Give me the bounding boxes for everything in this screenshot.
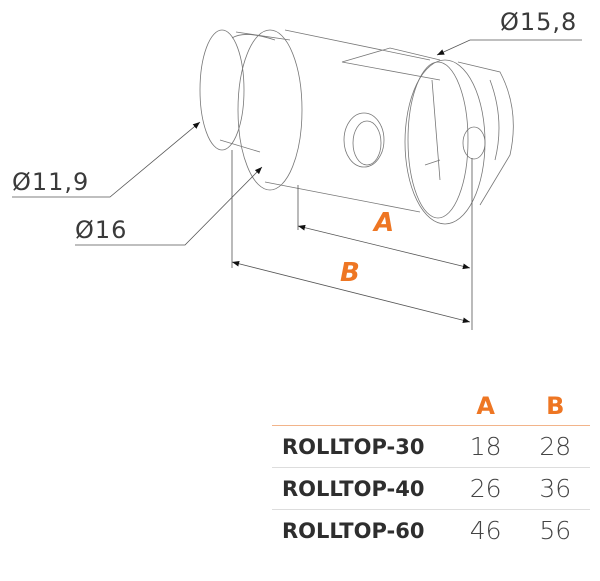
model-name: ROLLTOP-30 bbox=[282, 434, 425, 459]
value-a: 26 bbox=[469, 474, 502, 503]
outer-diameter-label: Ø15,8 bbox=[500, 8, 578, 36]
value-a: 46 bbox=[469, 516, 502, 545]
dimension-table: A B ROLLTOP-30 18 28 ROLLTOP-40 26 36 RO… bbox=[272, 392, 590, 551]
header-a: A bbox=[476, 392, 495, 420]
table-header: A B bbox=[272, 392, 590, 426]
body-diameter-label: Ø16 bbox=[75, 216, 128, 244]
table-row: ROLLTOP-40 26 36 bbox=[272, 468, 590, 510]
dimension-b-label: B bbox=[340, 258, 360, 288]
value-b: 28 bbox=[539, 432, 572, 461]
dimension-lines bbox=[12, 39, 582, 330]
header-b: B bbox=[546, 392, 565, 420]
value-b: 36 bbox=[539, 474, 572, 503]
value-a: 18 bbox=[469, 432, 502, 461]
model-name: ROLLTOP-60 bbox=[282, 518, 425, 543]
value-b: 56 bbox=[539, 516, 572, 545]
shaft-diameter-label: Ø11,9 bbox=[12, 168, 90, 196]
model-name: ROLLTOP-40 bbox=[282, 476, 425, 501]
header-model bbox=[272, 392, 451, 425]
part-outline bbox=[199, 29, 514, 225]
dimension-a-label: A bbox=[374, 208, 395, 238]
table-row: ROLLTOP-60 46 56 bbox=[272, 510, 590, 551]
table-row: ROLLTOP-30 18 28 bbox=[272, 426, 590, 468]
